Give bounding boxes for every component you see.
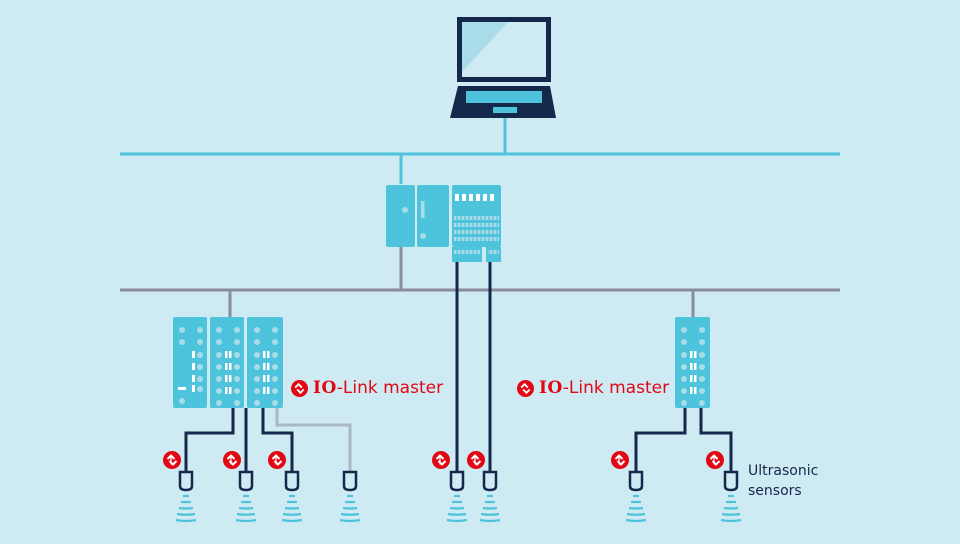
io-link-logo-icon (267, 450, 287, 470)
cable-right-1 (634, 408, 687, 472)
io-link-logo-icon (466, 450, 486, 470)
ultrasonic-sensor-5 (445, 470, 469, 523)
plc-controller (386, 185, 501, 262)
ultrasonic-sensor-8 (719, 470, 743, 523)
ultrasonic-sensor-6 (478, 470, 502, 523)
ultrasonic-sensor-2 (234, 470, 258, 523)
cable-left-3 (261, 408, 294, 472)
laptop-icon (450, 17, 556, 118)
io-link-logo-icon (291, 379, 308, 397)
io-link-master-left (173, 317, 283, 408)
io-link-master-label-right: IO-Link master (517, 378, 669, 398)
sensors-label-line1: Ultrasonic (748, 463, 819, 479)
io-prefix: IO (313, 378, 337, 398)
ultrasonic-sensor-1 (174, 470, 198, 523)
ultrasonic-sensor-3 (280, 470, 304, 523)
io-link-logo-icon (431, 450, 451, 470)
cable-left-4-unused (275, 408, 352, 472)
cable-left-1 (184, 408, 235, 472)
ultrasonic-sensor-4 (338, 470, 362, 523)
io-link-logo-icon (222, 450, 242, 470)
io-link-suffix: -Link master (336, 378, 444, 398)
sensors-label-line2: sensors (748, 483, 802, 499)
io-link-logo-icon (517, 379, 534, 397)
io-link-master-label-left: IO-Link master (291, 378, 443, 398)
ultrasonic-sensors-label: Ultrasonic sensors (748, 461, 818, 501)
ultrasonic-sensor-7 (624, 470, 648, 523)
cable-right-2 (699, 408, 733, 472)
io-link-logo-icon (705, 450, 725, 470)
io-link-master-right (675, 317, 710, 408)
io-prefix: IO (539, 378, 563, 398)
io-link-logo-icon (162, 450, 182, 470)
io-link-logo-icon (610, 450, 630, 470)
io-link-suffix: -Link master (562, 378, 670, 398)
